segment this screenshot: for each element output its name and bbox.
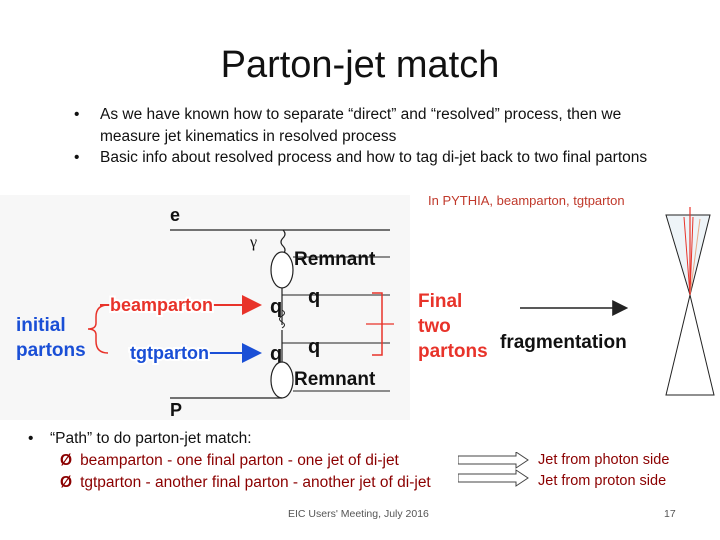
side-arrow-1 <box>458 452 529 469</box>
bullet-text: Basic info about resolved process and ho… <box>100 149 648 166</box>
bullet-dot: • <box>74 149 80 166</box>
path-heading: • “Path” to do parton-jet match: <box>28 428 431 450</box>
q-right-bottom: q <box>308 336 320 358</box>
proton-side-text: Jet from proton side <box>538 473 667 489</box>
jet-sides: Jet from photon side Jet from proton sid… <box>538 450 669 492</box>
bullet-text: As we have known how to separate “direct… <box>100 106 622 145</box>
bullet-dot: • <box>28 430 34 447</box>
q-right-top: q <box>308 286 320 308</box>
final-label-3: partons <box>418 341 488 362</box>
side-arrow-2 <box>458 469 529 487</box>
photon-side-text: Jet from photon side <box>538 452 670 468</box>
final-label-1: Final <box>418 291 462 312</box>
feynman-diagram: e γ Remnant q q q q Remnant P initial pa… <box>0 195 715 420</box>
tgtparton-label: tgtparton <box>130 343 209 363</box>
partons-label: partons <box>16 340 86 361</box>
q-left-top: q <box>270 296 282 318</box>
bullet-dot: • <box>74 106 80 123</box>
side-arrows <box>458 452 529 487</box>
remnant-top-label: Remnant <box>294 249 376 270</box>
page-number: 17 <box>664 508 676 520</box>
electron-label: e <box>170 205 180 225</box>
bullet-item: • As we have known how to separate “direc… <box>74 104 674 147</box>
photon-blob <box>270 251 294 289</box>
proton-label: P <box>170 400 182 420</box>
initial-label: initial <box>16 315 66 336</box>
initial-brace <box>87 304 109 354</box>
path-heading-text: “Path” to do parton-jet match: <box>50 430 252 447</box>
q-left-bottom: q <box>270 343 282 365</box>
diagram-panel <box>0 195 410 420</box>
jet-cone-top <box>665 214 711 297</box>
proton-blob <box>270 361 294 399</box>
gluon-line <box>279 309 285 329</box>
slide-title: Parton-jet match <box>220 44 500 86</box>
beamparton-label: beamparton <box>110 295 213 315</box>
path-item-text: beamparton - one final parton - one jet … <box>80 452 399 469</box>
pythia-note: In PYTHIA, beamparton, tgtparton <box>428 193 625 208</box>
jet-cone-bottom <box>665 294 715 396</box>
gamma-label: γ <box>249 234 257 251</box>
jet-track <box>683 216 691 296</box>
intro-bullets: • As we have known how to separate “direc… <box>74 104 674 169</box>
arrow-bullet-icon: Ø <box>60 474 73 491</box>
footer-text: EIC Users' Meeting, July 2016 <box>288 508 429 520</box>
jet-track <box>689 218 701 296</box>
path-item-text: tgtparton - another final parton - anoth… <box>80 474 431 491</box>
arrow-bullet-icon: Ø <box>60 452 73 469</box>
remnant-bottom-label: Remnant <box>294 369 376 390</box>
fragmentation-label: fragmentation <box>500 332 627 353</box>
final-label-2: two <box>418 316 451 337</box>
bullet-item: • Basic info about resolved process and h… <box>74 147 674 169</box>
